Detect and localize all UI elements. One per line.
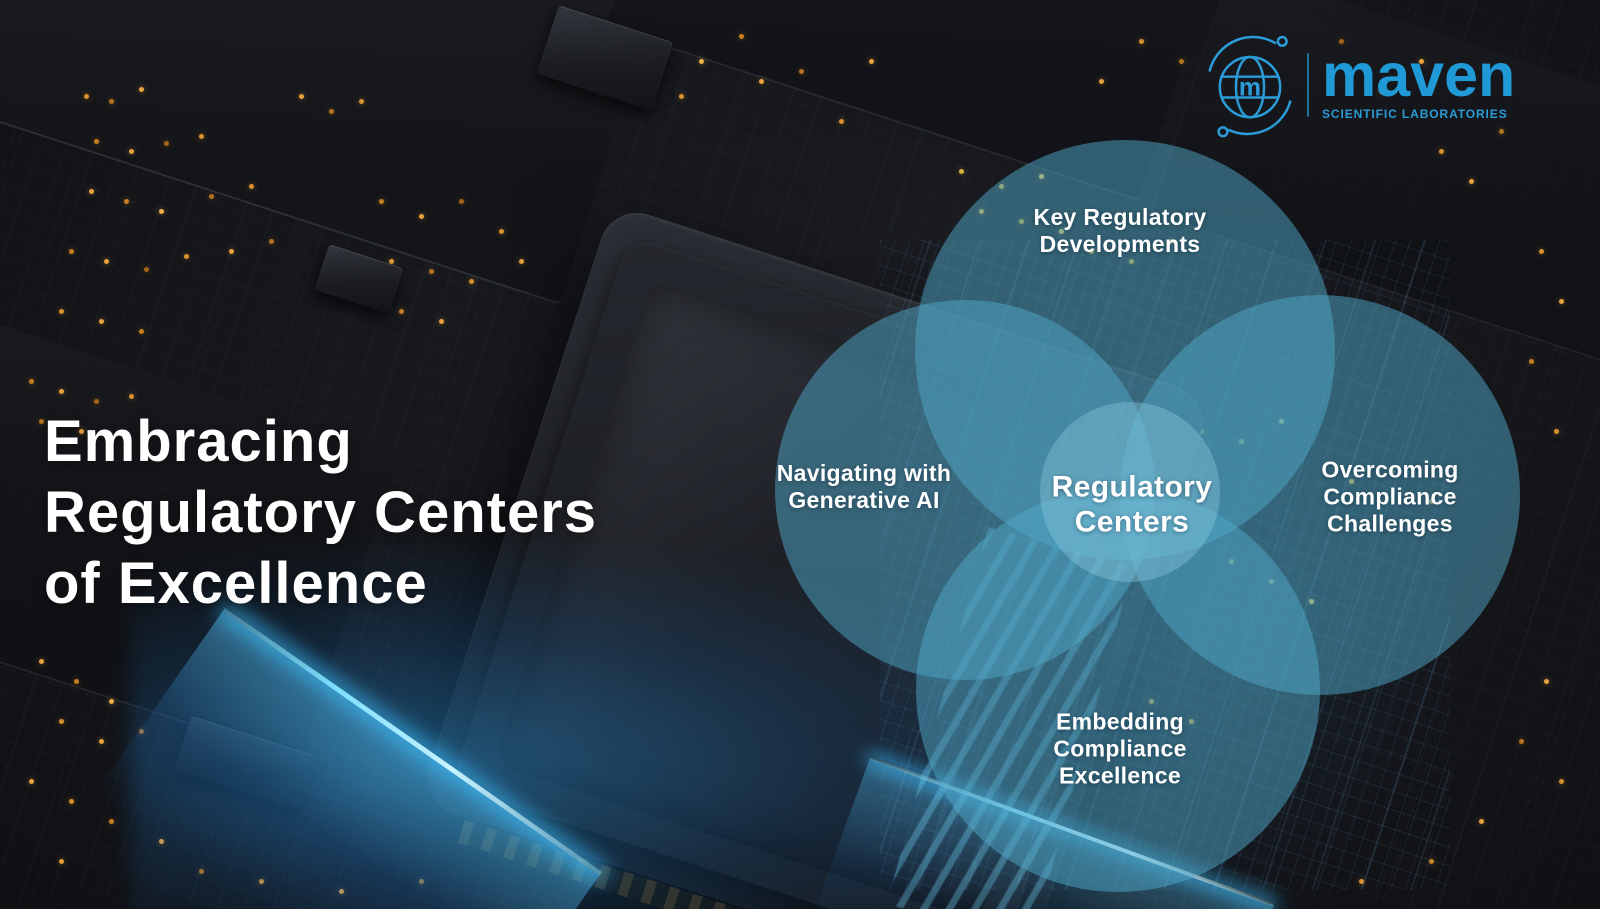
title-line-3: of Excellence (44, 551, 428, 616)
brand-logo: m maven SCIENTIFIC LABORATORIES (1198, 32, 1515, 138)
solder-dots-glow (0, 0, 3, 3)
venn-label-right: Overcoming Compliance Challenges (1321, 456, 1459, 537)
venn-label-center: Regulatory Centers (1051, 470, 1213, 539)
venn-label-left: Navigating with Generative AI (776, 459, 952, 513)
brand-tagline: SCIENTIFIC LABORATORIES (1322, 107, 1508, 122)
venn-label-bottom: Embedding Compliance Excellence (1053, 708, 1187, 789)
title-line-2: Regulatory Centers (44, 480, 598, 545)
title-line-1: Embracing (44, 409, 353, 474)
page-title: Embracing Regulatory Centers of Excellen… (44, 406, 597, 619)
logo-monogram: m (1239, 73, 1261, 101)
brand-name: maven (1322, 40, 1516, 109)
brand-text: maven SCIENTIFIC LABORATORIES (1322, 40, 1516, 122)
logo-divider (1307, 53, 1309, 117)
globe-m-icon: m (1208, 35, 1292, 138)
venn-label-top: Key Regulatory Developments (1033, 203, 1207, 257)
